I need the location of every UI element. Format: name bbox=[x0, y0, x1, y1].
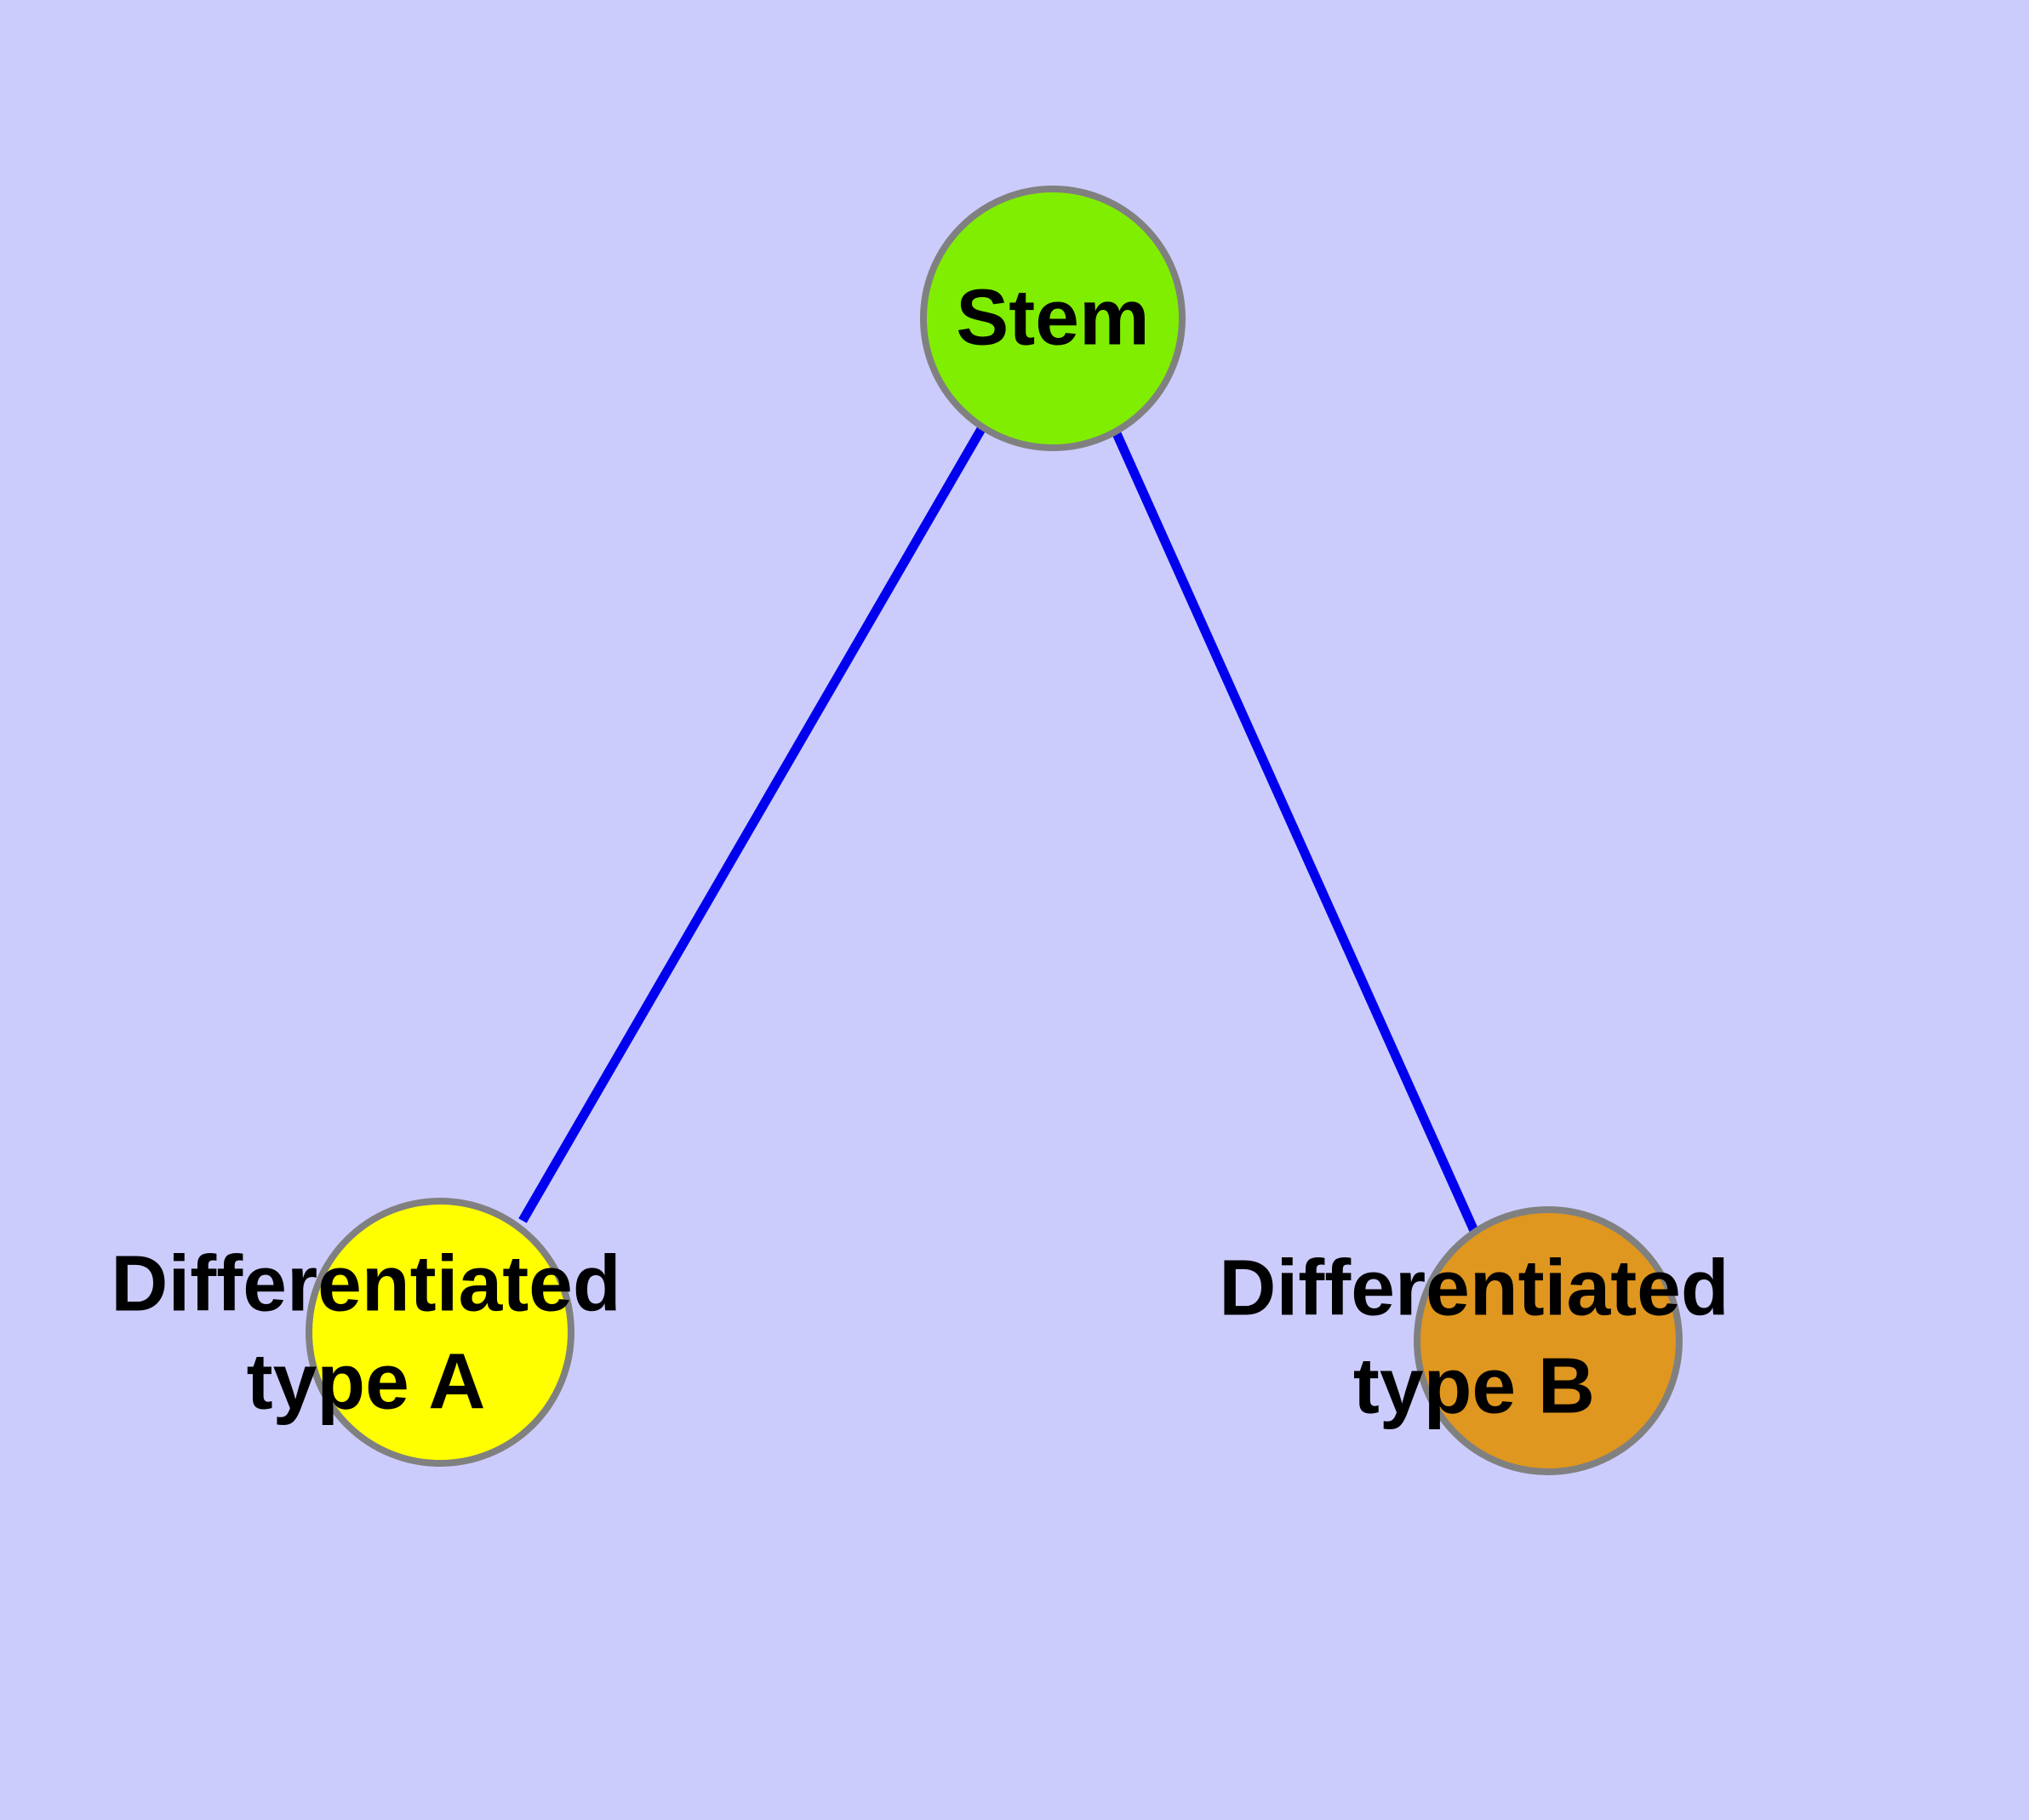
edge-stem-to-differentiated-type-a[interactable] bbox=[518, 426, 986, 1223]
node-layer: Stem Differentiated type A Differentiate… bbox=[111, 186, 1729, 1475]
node-differentiated-type-a[interactable]: Differentiated type A bbox=[111, 1198, 621, 1467]
node-differentiated-type-a-label-line-1: Differentiated bbox=[111, 1239, 620, 1328]
node-differentiated-type-b-circle[interactable] bbox=[1414, 1206, 1683, 1475]
node-differentiated-type-b-label-line-2: type B bbox=[1353, 1342, 1595, 1430]
node-differentiated-type-b[interactable]: Differentiated type B bbox=[1219, 1206, 1729, 1475]
node-differentiated-type-a-label-line-2: type A bbox=[247, 1337, 486, 1426]
node-differentiated-type-b-label-line-1: Differentiated bbox=[1219, 1244, 1729, 1332]
node-stem[interactable]: Stem bbox=[920, 186, 1186, 451]
edge-layer bbox=[518, 426, 1480, 1235]
node-stem-label: Stem bbox=[956, 273, 1149, 362]
edge-stem-to-differentiated-type-b[interactable] bbox=[1111, 429, 1480, 1235]
node-stem-circle[interactable] bbox=[920, 186, 1186, 451]
node-differentiated-type-a-circle[interactable] bbox=[306, 1198, 574, 1467]
